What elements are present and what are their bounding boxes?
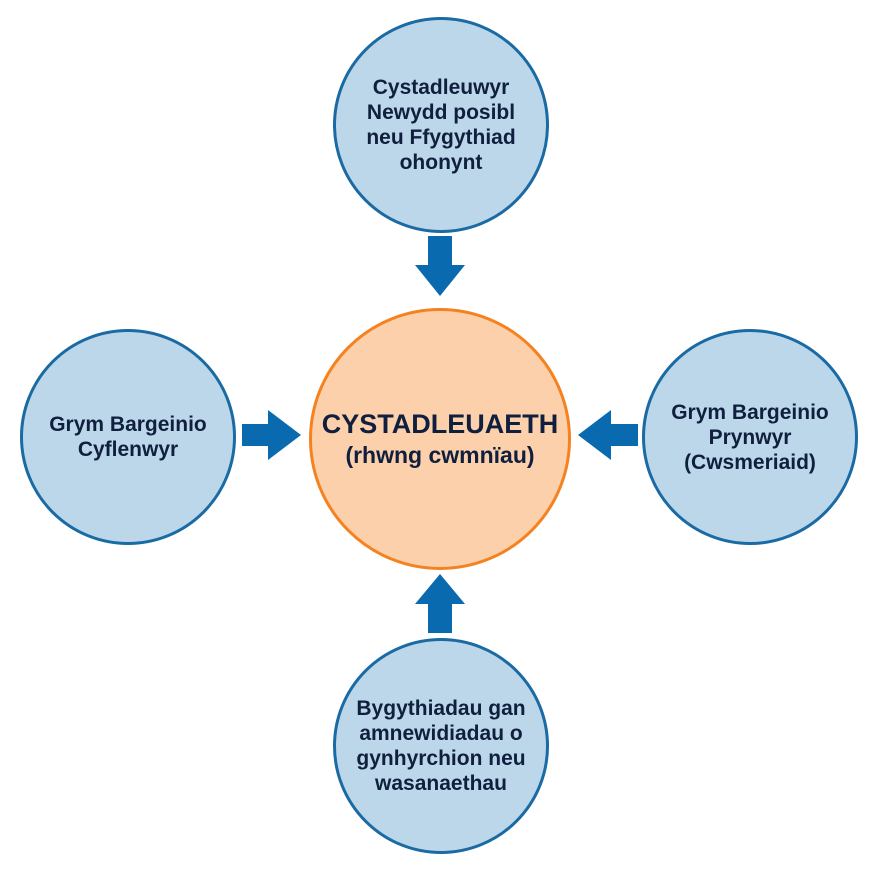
arrow-left-icon	[578, 410, 638, 460]
node-text-line: Prynwyr	[708, 425, 792, 449]
competition-center-node: CYSTADLEUAETH (rhwng cwmnïau)	[309, 308, 571, 570]
node-text-line: Bygythiadau gan	[356, 697, 526, 720]
node-text-line: Newydd posibl	[366, 101, 516, 124]
node-text-line: wasanaethau	[375, 772, 507, 795]
new-entrants-node: Cystadleuwyr Newydd posibl neu Ffygythia…	[333, 17, 549, 233]
arrow-up-icon	[415, 574, 465, 633]
node-text-line: ohonynt	[399, 151, 483, 174]
node-text-line: Grym Bargeinio	[671, 400, 829, 424]
arrow-down-icon	[415, 236, 465, 296]
center-title: CYSTADLEUAETH	[321, 409, 559, 439]
node-text-line: neu Ffygythiad	[366, 126, 516, 149]
node-text-line: Cyflenwyr	[77, 438, 179, 461]
node-text-line: (Cwsmeriaid)	[684, 450, 816, 474]
center-subtitle: (rhwng cwmnïau)	[345, 442, 535, 468]
node-text-line: Grym Bargeinio	[49, 413, 207, 436]
node-text-line: gynhyrchion neu	[356, 747, 526, 770]
buyer-power-node: Grym Bargeinio Prynwyr (Cwsmeriaid)	[642, 329, 858, 545]
supplier-power-node: Grym Bargeinio Cyflenwyr	[20, 329, 236, 545]
arrow-right-icon	[242, 410, 301, 460]
node-text-line: Cystadleuwyr	[372, 76, 510, 99]
node-text-line: amnewidiadau o	[359, 722, 523, 745]
substitutes-threat-node: Bygythiadau gan amnewidiadau o gynhyrchi…	[333, 638, 549, 854]
